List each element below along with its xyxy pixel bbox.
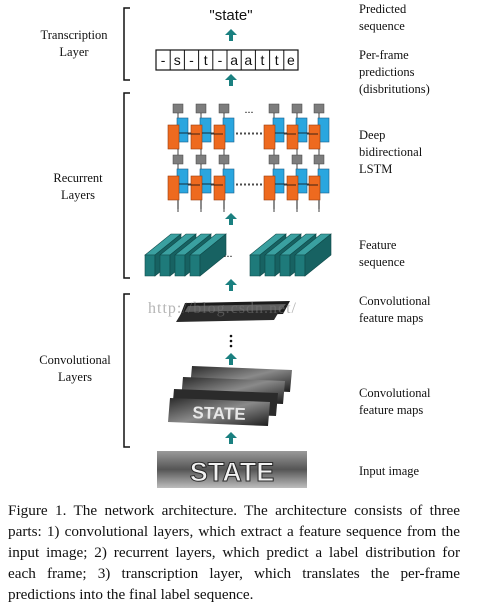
up-arrow xyxy=(229,437,233,444)
feature-bar-front xyxy=(249,254,261,277)
lstm-gray-node xyxy=(218,154,230,165)
lstm-forward-cell xyxy=(167,175,180,201)
frame-char: t xyxy=(261,52,265,68)
feature-bar-side xyxy=(199,233,227,277)
figure-caption: Figure 1. The network architecture. The … xyxy=(8,502,460,603)
lstm-gray-node xyxy=(195,103,207,114)
feature-bar-front xyxy=(264,254,276,277)
feature-sequence-bars xyxy=(144,233,332,277)
conv-feature-maps-stack: STATE xyxy=(168,366,292,426)
frame-char: s xyxy=(174,52,181,68)
frame-char: - xyxy=(161,52,166,68)
up-arrow-head xyxy=(225,74,237,80)
up-arrow-head xyxy=(225,279,237,285)
lstm-forward-cell xyxy=(308,175,321,201)
feature-map-text: STATE xyxy=(192,403,246,424)
lstm-gray-node xyxy=(313,103,325,114)
label-convolutional-layers: Convolutional Layers xyxy=(39,353,111,384)
lstm-forward-cell xyxy=(213,175,226,201)
label-transcription-layer: Transcription Layer xyxy=(40,28,108,59)
lstm-gray-node xyxy=(291,103,303,114)
frame-char: t xyxy=(275,52,279,68)
lstm-gray-node xyxy=(218,103,230,114)
label-input-image: Input image xyxy=(359,464,420,478)
lstm-forward-cell xyxy=(286,175,299,201)
frame-char: t xyxy=(204,52,208,68)
frame-char: - xyxy=(218,52,223,68)
label-deep-bidirectional-lstm: Deep bidirectional LSTM xyxy=(359,128,423,176)
lstm-forward-cell xyxy=(263,124,276,150)
up-arrow-head xyxy=(225,432,237,438)
lstm-forward-cell xyxy=(263,175,276,201)
label-conv-feature-maps-1: Convolutional feature maps xyxy=(359,294,431,325)
conv-feature-maps-top xyxy=(176,301,290,322)
vertical-dots xyxy=(229,334,233,348)
lstm-gray-node xyxy=(172,154,184,165)
lstm-forward-cell xyxy=(167,124,180,150)
label-feature-sequence: Feature sequence xyxy=(359,238,405,269)
feature-bar-front xyxy=(189,254,201,277)
lstm-forward-cell xyxy=(308,124,321,150)
feature-ellipsis: ... xyxy=(224,246,233,260)
feature-bar-front xyxy=(144,254,156,277)
bracket-recurrent xyxy=(123,92,130,279)
frame-char: a xyxy=(244,52,252,68)
frame-char: - xyxy=(189,52,194,68)
up-arrow xyxy=(229,284,233,291)
up-arrow-head xyxy=(225,353,237,359)
bracket-transcription xyxy=(123,7,130,81)
lstm-gray-node xyxy=(195,154,207,165)
lstm-gray-node xyxy=(313,154,325,165)
feature-bar-side xyxy=(304,233,332,277)
lstm-forward-cell xyxy=(213,124,226,150)
lstm-ellipsis-top: ... xyxy=(245,102,254,116)
lstm-forward-cell xyxy=(190,124,203,150)
lstm-forward-cell xyxy=(286,124,299,150)
watermark: http://blog.csdn.net/ xyxy=(148,300,297,317)
bidirectional-lstm-grid xyxy=(167,103,330,212)
predicted-word: "state" xyxy=(209,7,252,24)
label-predicted-sequence: Predicted sequence xyxy=(359,2,407,33)
feature-bar-front xyxy=(159,254,171,277)
up-arrow xyxy=(229,218,233,225)
feature-bar-front xyxy=(174,254,186,277)
up-arrow-head xyxy=(225,213,237,219)
up-arrow-head xyxy=(225,29,237,35)
label-conv-feature-maps-2: Convolutional feature maps xyxy=(359,386,431,417)
lstm-gray-node xyxy=(172,103,184,114)
flow-arrows xyxy=(225,29,237,444)
up-arrow xyxy=(229,34,233,41)
frame-char: a xyxy=(230,52,238,68)
label-per-frame-predictions: Per-frame predictions (disbritutions) xyxy=(359,48,430,96)
lstm-gray-node xyxy=(268,154,280,165)
up-arrow xyxy=(229,79,233,86)
lstm-gray-node xyxy=(291,154,303,165)
input-image-text: STATE xyxy=(190,457,275,487)
bracket-convolutional xyxy=(123,293,130,448)
lstm-forward-cell xyxy=(190,175,203,201)
up-arrow xyxy=(229,358,233,365)
feature-bar-front xyxy=(294,254,306,277)
feature-bar-front xyxy=(279,254,291,277)
input-image: STATE xyxy=(157,451,307,488)
lstm-gray-node xyxy=(268,103,280,114)
label-recurrent-layers: Recurrent Layers xyxy=(53,171,103,202)
frame-char: e xyxy=(287,52,295,68)
